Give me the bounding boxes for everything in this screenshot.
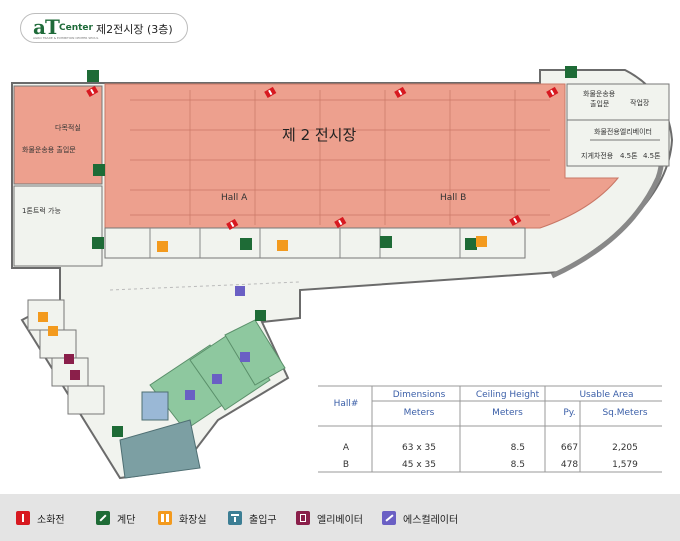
legend-item-stairs: 계단	[96, 509, 135, 527]
header-ceiling: Ceiling Height	[475, 390, 540, 400]
legend-label: 계단	[117, 514, 136, 526]
header-usable: Usable Area	[579, 390, 634, 400]
header-badge: aT Center AGRO TRADE & EXHIBITION CENTER…	[20, 13, 188, 43]
cell-hall: A	[342, 442, 350, 453]
subheader-dimensions-unit: Meters	[403, 408, 435, 418]
elevator-icon	[296, 511, 310, 525]
table-row: B 45 x 35 8.5 478 1,579	[318, 456, 662, 473]
entrance-icon	[228, 511, 242, 525]
table-row: A 63 x 35 8.5 667 2,205	[318, 439, 662, 456]
corridor-guide	[109, 281, 301, 291]
blue-rooms	[119, 391, 201, 479]
workshop-label: 작업장	[630, 99, 650, 107]
floor-plan	[11, 66, 674, 480]
subheader-sqm: Sq.Meters	[602, 408, 648, 418]
service-block	[566, 83, 670, 167]
green-rooms	[149, 319, 286, 431]
cell-sqm: 1,579	[612, 459, 638, 470]
multipurpose-room	[13, 85, 103, 185]
elevator-markers	[64, 354, 80, 380]
spec-table: Hall# Dimensions Ceiling Height Usable A…	[318, 386, 662, 473]
legend-label: 화장실	[179, 514, 207, 526]
logo-subtitle: AGRO TRADE & EXHIBITION CENTER SEOUL	[33, 36, 99, 40]
logo-center: Center	[59, 23, 93, 33]
cell-ceiling: 8.5	[510, 442, 525, 453]
cargo-elevator-label: 화물전용엘리베이터	[594, 128, 652, 136]
truck-area	[13, 185, 103, 267]
multipurpose-room-label: 다목적실	[55, 124, 81, 132]
cargo-entrance-right-label-1: 화물운송용	[583, 90, 616, 98]
header-dimensions: Dimensions	[392, 390, 446, 400]
cargo-entrance-right-label-2: 출입문	[590, 100, 610, 108]
cell-ceiling: 8.5	[510, 459, 525, 470]
cell-dimensions: 45 x 35	[402, 459, 436, 470]
legend-item-elevator: 엘리베이터	[296, 509, 363, 527]
cell-py: 478	[560, 459, 579, 470]
legend-item-entrance: 출입구	[228, 509, 277, 527]
cell-hall: B	[342, 459, 350, 470]
legend-label: 소화전	[37, 514, 65, 526]
fire-hydrant-icon	[16, 511, 30, 525]
legend-label: 엘리베이터	[317, 514, 363, 526]
cell-dimensions: 63 x 35	[402, 442, 436, 453]
legend-item-restroom: 화장실	[158, 509, 207, 527]
legend-item-escalator: 에스컬레이터	[382, 509, 458, 527]
table-row	[318, 422, 662, 439]
cargo-entrance-left-label: 화물운송용 출입문	[22, 146, 76, 154]
restroom-markers	[38, 236, 487, 336]
lower-wing-rooms	[27, 299, 105, 415]
spec-table-lines	[318, 385, 662, 473]
page-title: 제2전시장 (3층)	[96, 23, 173, 36]
hall-title: 제 2 전시장	[282, 126, 357, 144]
cell-sqm: 2,205	[612, 442, 638, 453]
ton-label-2: 4.5톤	[643, 152, 661, 160]
hall-grid	[130, 90, 550, 225]
legend-label: 에스컬레이터	[403, 514, 459, 526]
restroom-icon	[158, 511, 172, 525]
logo-at: aT	[33, 15, 60, 39]
truck-access-label: 1톤트럭 가능	[22, 207, 61, 215]
stairs-markers	[87, 66, 577, 437]
legend-item-fire-hydrant: 소화전	[16, 509, 65, 527]
legend-bar: 소화전 계단 화장실 출입구 엘리베이터 에스컬레이터	[0, 494, 680, 541]
service-rooms-strip	[104, 227, 526, 259]
forklift-only-label: 지게차전용	[581, 152, 614, 160]
hall-b-label: Hall B	[440, 193, 467, 203]
hall-a-label: Hall A	[221, 193, 248, 203]
fire-hydrant-markers	[86, 85, 559, 230]
escalator-icon	[382, 511, 396, 525]
cell-py: 667	[560, 442, 579, 453]
subheader-py: Py.	[563, 408, 576, 418]
header-hall: Hall#	[333, 399, 359, 409]
exhibition-hall-area	[104, 83, 620, 229]
subheader-ceiling-unit: Meters	[492, 408, 523, 418]
ton-label-1: 4.5톤	[620, 152, 638, 160]
escalator-markers	[185, 286, 250, 400]
stairs-icon	[96, 511, 110, 525]
legend-label: 출입구	[249, 514, 277, 526]
